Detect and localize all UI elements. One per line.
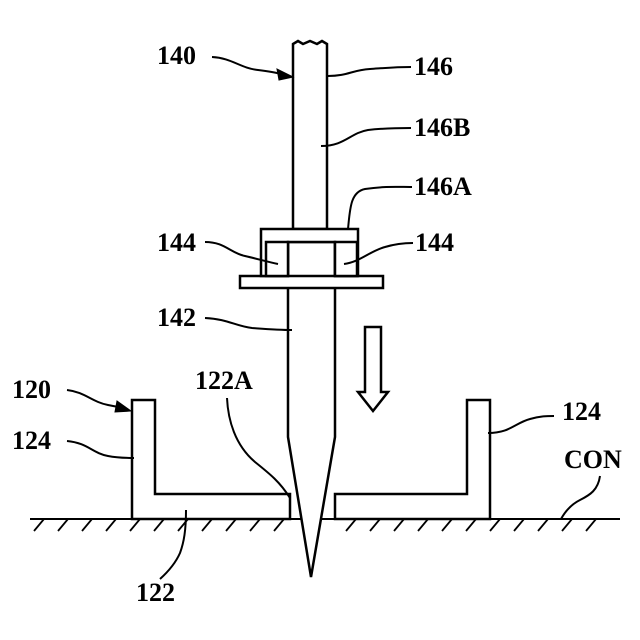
- label-140: 140: [157, 41, 196, 70]
- ground-hatch-mark: [154, 519, 164, 531]
- sleeve-144-left: [266, 242, 288, 276]
- leader-142: [205, 318, 292, 330]
- ground-hatch-mark: [202, 519, 212, 531]
- ground-hatch-mark: [490, 519, 500, 531]
- rod-146: [293, 41, 327, 229]
- label-120: 120: [12, 375, 51, 404]
- ground-hatch-mark: [442, 519, 452, 531]
- ground-hatch-mark: [274, 519, 284, 531]
- rod-body: [293, 41, 327, 229]
- label-146a: 146A: [414, 172, 472, 201]
- spike-142: [288, 242, 335, 577]
- leader-140: [212, 57, 281, 74]
- container-right-wall: [335, 400, 490, 519]
- ground-hatch-mark: [226, 519, 236, 531]
- ground-hatch-mark: [106, 519, 116, 531]
- label-144-left: 144: [157, 228, 196, 257]
- downward-arrow-icon: [358, 327, 388, 411]
- leader-120: [67, 390, 120, 407]
- label-124-left: 124: [12, 426, 51, 455]
- leader-146: [328, 67, 411, 76]
- spike-body: [288, 242, 335, 577]
- label-142: 142: [157, 303, 196, 332]
- leader-140-arrowhead: [277, 69, 293, 80]
- ground-hatch-mark: [82, 519, 92, 531]
- ground-surface: [30, 519, 620, 531]
- ground-hatch-mark: [250, 519, 260, 531]
- ground-hatch-mark: [58, 519, 68, 531]
- label-144-right: 144: [415, 228, 454, 257]
- ground-hatch-mark: [514, 519, 524, 531]
- ground-hatch-mark: [466, 519, 476, 531]
- flange-plate: [240, 276, 383, 288]
- label-con: CON: [564, 445, 622, 474]
- label-122a: 122A: [195, 366, 253, 395]
- ground-hatch-mark: [562, 519, 572, 531]
- ground-hatch-mark: [586, 519, 596, 531]
- ground-hatch-mark: [370, 519, 380, 531]
- leader-con: [561, 476, 600, 519]
- ground-hatch-mark: [418, 519, 428, 531]
- ground-hatch-mark: [538, 519, 548, 531]
- label-122: 122: [136, 578, 175, 607]
- leader-146a: [348, 187, 412, 229]
- label-124-right: 124: [562, 397, 601, 426]
- leader-122a: [227, 398, 290, 498]
- leader-124-right: [488, 416, 554, 433]
- ground-hatch-mark: [130, 519, 140, 531]
- label-146b: 146B: [414, 113, 470, 142]
- leader-120-arrowhead: [115, 401, 131, 412]
- leader-124-left: [67, 441, 134, 458]
- ground-hatch-mark: [34, 519, 44, 531]
- leader-146b: [321, 128, 411, 146]
- sleeve-144-right: [335, 242, 357, 276]
- ground-hatch-mark: [346, 519, 356, 531]
- container-left-wall: [132, 400, 290, 519]
- label-146: 146: [414, 52, 453, 81]
- ground-hatch-mark: [394, 519, 404, 531]
